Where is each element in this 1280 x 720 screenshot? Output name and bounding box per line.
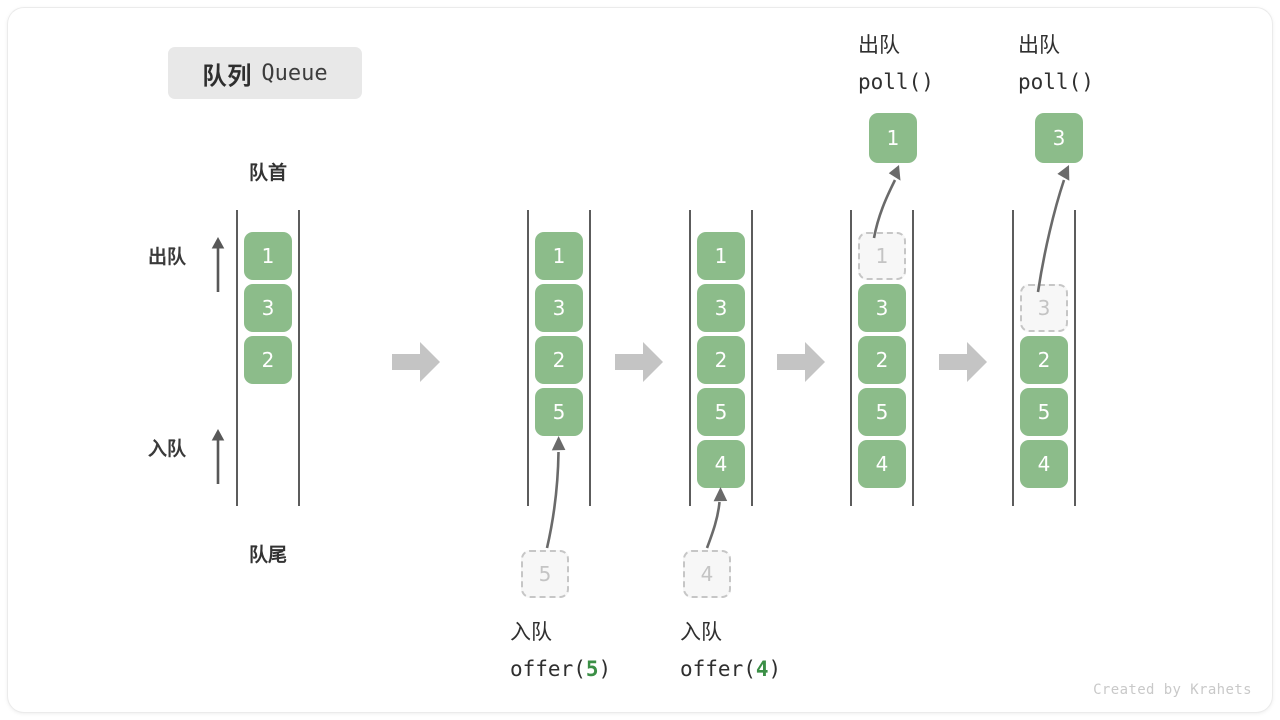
queue-cell: 5 <box>535 388 583 436</box>
incoming-ghost-cell: 4 <box>683 550 731 598</box>
operation-caption-code: poll() <box>858 70 934 94</box>
diagram-title-cn: 队列 <box>202 62 253 90</box>
queue-cell: 1 <box>244 232 292 280</box>
vertical-rail <box>236 210 238 506</box>
operation-caption-cn: 出队 <box>858 34 900 57</box>
curved-arrow-icon <box>872 165 901 239</box>
queue-cell: 4 <box>697 440 745 488</box>
arrow-right-icon <box>777 342 825 382</box>
outgoing-ghost-cell: 3 <box>1020 284 1068 332</box>
curved-arrow-icon <box>1036 165 1070 293</box>
vertical-rail <box>912 210 914 506</box>
diagram-title-en: Queue <box>261 60 328 86</box>
queue-cell: 4 <box>858 440 906 488</box>
operation-caption-cn: 入队 <box>510 621 552 644</box>
queue-cell: 5 <box>858 388 906 436</box>
code-fn: offer( <box>680 657 756 681</box>
diagram-card: 队列 Queue 队首 队尾 出队 入队 1 3 2 1 3 2 5 5 <box>8 8 1272 712</box>
vertical-rail <box>850 210 852 506</box>
vertical-rail <box>1012 210 1014 506</box>
arrow-right-icon <box>939 342 987 382</box>
operation-caption-poll-3: 出队 poll() <box>1018 28 1094 100</box>
queue-cell: 3 <box>535 284 583 332</box>
code-fn-close: ) <box>768 657 782 681</box>
code-arg: 5 <box>585 657 599 681</box>
dequeue-direction-label: 出队 <box>148 247 187 268</box>
queue-cell: 5 <box>1020 388 1068 436</box>
arrow-up-icon <box>211 237 225 292</box>
operation-caption-offer-4: 入队 offer(4) <box>680 615 781 687</box>
arrow-right-icon <box>615 342 663 382</box>
queue-cell: 3 <box>697 284 745 332</box>
queue-cell: 4 <box>1020 440 1068 488</box>
vertical-rail <box>1074 210 1076 506</box>
queue-front-label: 队首 <box>248 163 287 184</box>
operation-caption-code: offer(5) <box>510 651 611 687</box>
queue-cell: 2 <box>244 336 292 384</box>
queue-cell: 2 <box>1020 336 1068 384</box>
code-fn: offer( <box>510 657 586 681</box>
queue-cell: 2 <box>697 336 745 384</box>
queue-rear-label: 队尾 <box>248 545 287 566</box>
queue-cell: 3 <box>244 284 292 332</box>
operation-caption-cn: 入队 <box>680 621 722 644</box>
curved-arrow-icon <box>545 436 566 549</box>
incoming-ghost-cell: 5 <box>521 550 569 598</box>
code-arg: 4 <box>755 657 769 681</box>
diagram-stage: 队列 Queue 队首 队尾 出队 入队 1 3 2 1 3 2 5 5 <box>8 8 1272 712</box>
queue-cell: 5 <box>697 388 745 436</box>
curved-arrow-icon <box>705 487 728 549</box>
queue-cell: 2 <box>858 336 906 384</box>
queue-cell: 1 <box>697 232 745 280</box>
outgoing-ghost-cell: 1 <box>858 232 906 280</box>
operation-caption-poll-1: 出队 poll() <box>858 28 934 100</box>
arrow-right-icon <box>392 342 440 382</box>
operation-caption-cn: 出队 <box>1018 34 1060 57</box>
vertical-rail <box>751 210 753 506</box>
queue-cell: 3 <box>858 284 906 332</box>
operation-caption-code: offer(4) <box>680 651 781 687</box>
operation-caption-code: poll() <box>1018 70 1094 94</box>
vertical-rail <box>298 210 300 506</box>
polled-value-cell: 3 <box>1035 113 1083 163</box>
credit-text: Created by Krahets <box>1093 682 1252 698</box>
diagram-title-badge: 队列 Queue <box>168 47 362 99</box>
queue-cell: 1 <box>535 232 583 280</box>
vertical-rail <box>527 210 529 506</box>
arrow-up-icon <box>211 429 225 484</box>
vertical-rail <box>689 210 691 506</box>
queue-cell: 2 <box>535 336 583 384</box>
vertical-rail <box>589 210 591 506</box>
polled-value-cell: 1 <box>869 113 917 163</box>
operation-caption-offer-5: 入队 offer(5) <box>510 615 611 687</box>
enqueue-direction-label: 入队 <box>148 439 187 460</box>
code-fn-close: ) <box>598 657 612 681</box>
